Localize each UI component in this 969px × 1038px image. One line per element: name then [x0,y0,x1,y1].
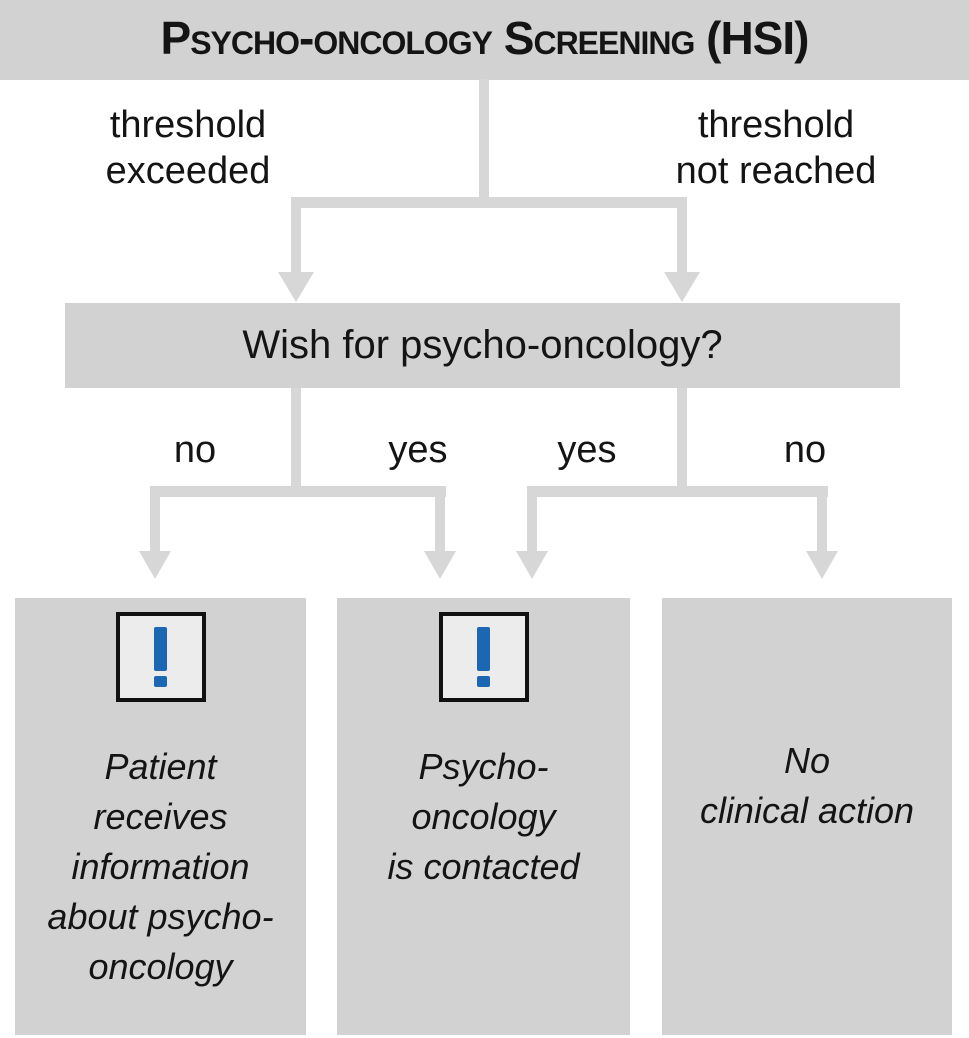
arrow-down-icon [664,272,700,302]
split-bar-left [150,486,446,497]
arrow-down-icon [278,272,314,302]
decision-question: Wish for psycho-oncology? [242,323,723,367]
branch-label-threshold-not-reached: threshold not reached [675,104,877,192]
exclamation-icon [115,612,206,702]
exclamation-icon [438,612,529,702]
branch-label-threshold-exceeded: threshold exceeded [105,104,271,192]
outcome-box-no-action: No clinical action [662,598,952,1035]
connector-drop-right [677,197,687,273]
connector-drop-left [291,197,301,273]
connector-bar-top [291,197,687,208]
outcome-box-contact: Psycho- oncology is contacted [337,598,630,1035]
arrow-stem [150,486,160,552]
outcome-text-no-action: No clinical action [699,740,915,831]
arrow-down-icon [516,551,548,579]
page-title: Psycho-oncology Screening (HSI) [160,12,810,64]
arrow-down-icon [139,551,171,579]
answer-yes-right: yes [557,429,617,471]
arrow-stem [435,486,445,552]
answer-no-right: no [783,429,827,471]
stem-below-right [677,388,687,491]
arrow-down-icon [424,551,456,579]
arrow-stem [817,486,827,552]
arrow-stem [527,486,537,552]
answer-no-left: no [173,429,217,471]
stem-below-left [291,388,301,491]
connector-stem-top [479,79,489,203]
outcome-text-information: Patient receives information about psych… [47,746,274,987]
outcome-text-contact: Psycho- oncology is contacted [387,746,580,887]
arrow-down-icon [806,551,838,579]
answer-yes-left: yes [388,429,448,471]
title-banner: Psycho-oncology Screening (HSI) [0,0,969,80]
split-bar-right [527,486,828,497]
decision-box: Wish for psycho-oncology? [65,303,900,388]
outcome-box-information: Patient receives information about psych… [15,598,306,1035]
